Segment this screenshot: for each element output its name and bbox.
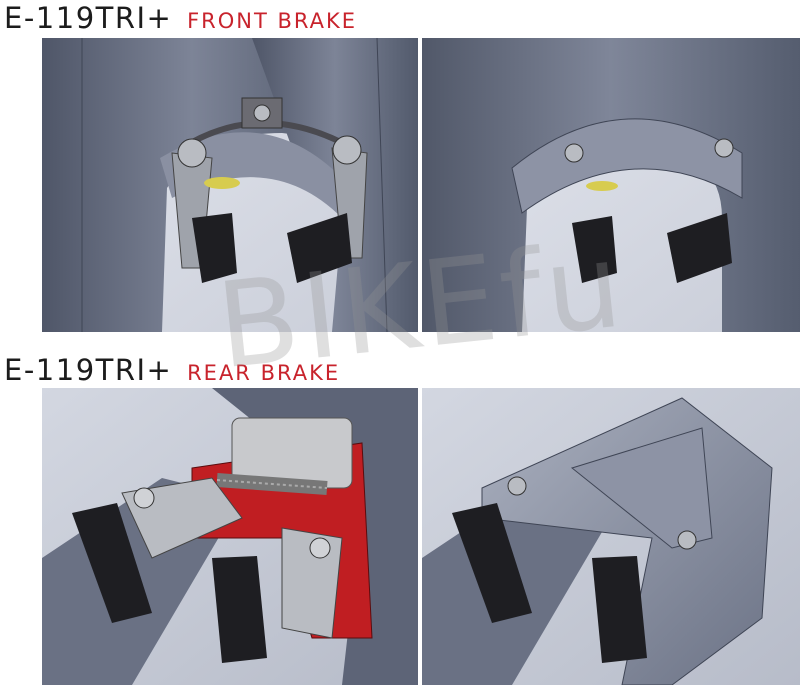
rear-caliper-graphic <box>72 417 373 663</box>
front-caliper-graphic <box>171 97 368 283</box>
front-brake-label: FRONT BRAKE <box>187 9 358 33</box>
front-brake-covered-view <box>422 38 800 332</box>
rear-brake-label: REAR BRAKE <box>187 361 341 385</box>
rear-brake-covered-view <box>422 388 800 685</box>
front-model-name: E-119TRI+ <box>4 1 173 35</box>
rear-brake-exposed-view <box>42 388 418 685</box>
rear-model-name: E-119TRI+ <box>4 353 173 387</box>
rear-brake-heading: E-119TRI+ REAR BRAKE <box>4 356 340 385</box>
front-brake-exposed-view <box>42 38 418 332</box>
front-brake-heading: E-119TRI+ FRONT BRAKE <box>4 4 357 33</box>
